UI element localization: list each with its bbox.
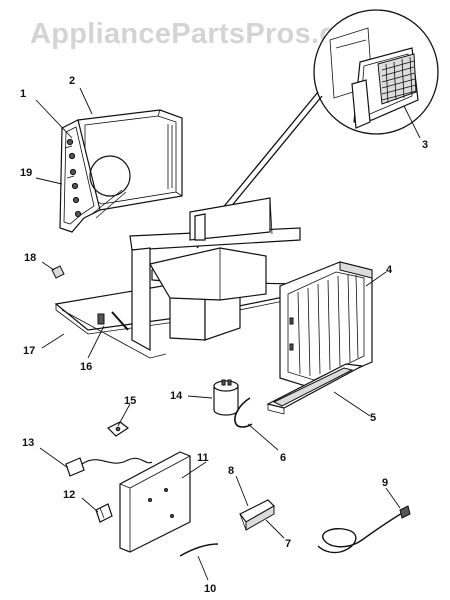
callout-2: 2 — [69, 75, 75, 87]
callout-labels: 1 2 3 4 5 6 7 8 9 10 11 12 13 14 15 16 1… — [20, 75, 428, 595]
callout-4: 4 — [386, 264, 393, 276]
callout-7: 7 — [285, 538, 291, 550]
part-13-switch — [65, 457, 153, 477]
callout-15: 15 — [124, 395, 136, 407]
callout-3: 3 — [422, 139, 428, 151]
part-10-strap — [179, 543, 219, 557]
part-1-control-panel — [59, 119, 101, 233]
callout-14: 14 — [170, 390, 183, 402]
callout-12: 12 — [63, 489, 75, 501]
part-3-air-filter — [351, 47, 419, 129]
part-15-connector — [106, 421, 130, 437]
part-16-screw — [97, 311, 129, 331]
callout-18: 18 — [24, 252, 36, 264]
part-14-capacitor — [213, 379, 239, 416]
callout-8: 8 — [228, 465, 234, 477]
callout-10: 10 — [204, 583, 216, 595]
part-5-drain-tray — [266, 363, 364, 415]
part-4-condenser-coil — [279, 261, 373, 389]
chassis-bulkhead — [129, 197, 301, 352]
part-19-knob — [89, 155, 131, 219]
part-6-capacitor-strap — [234, 397, 253, 428]
part-9-power-cord — [317, 505, 411, 554]
callout-9: 9 — [382, 477, 388, 489]
callout-19: 19 — [20, 167, 32, 179]
callout-11: 11 — [197, 452, 209, 464]
callout-6: 6 — [280, 452, 286, 464]
callout-5: 5 — [370, 412, 376, 424]
callout-17: 17 — [23, 345, 35, 357]
part-18-screw — [51, 265, 65, 279]
callout-1: 1 — [20, 88, 26, 100]
leader-lines — [35, 87, 421, 581]
fan-shroud — [149, 247, 267, 301]
part-12-terminal-block — [95, 503, 113, 523]
part-8-relay — [239, 499, 275, 531]
callout-16: 16 — [80, 361, 92, 373]
part-11-control-cover — [119, 451, 191, 553]
callout-13: 13 — [22, 437, 34, 449]
